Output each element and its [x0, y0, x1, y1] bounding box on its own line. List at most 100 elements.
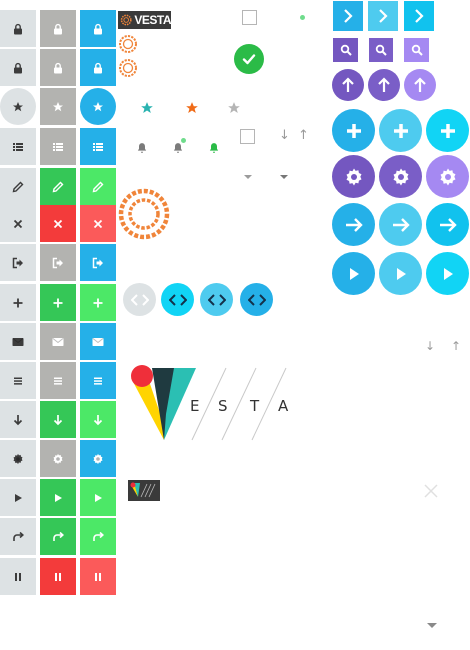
- bell-icon[interactable]: [172, 142, 184, 154]
- gear-tile-button[interactable]: [0, 440, 36, 477]
- redo-tile-button[interactable]: [40, 518, 76, 555]
- code-button[interactable]: [240, 283, 273, 316]
- redo-icon: [92, 531, 104, 543]
- list-tile-button[interactable]: [0, 128, 36, 165]
- play-tile-button[interactable]: [80, 479, 116, 516]
- play-button[interactable]: [379, 252, 422, 295]
- checkbox[interactable]: [242, 10, 257, 25]
- plus-tile-button[interactable]: [80, 284, 116, 321]
- close-tile-button[interactable]: [80, 205, 116, 242]
- bars-tile-button[interactable]: [80, 362, 116, 399]
- arrow-down-icon[interactable]: ↓: [425, 339, 436, 353]
- arrow-up-icon[interactable]: ↑: [451, 339, 462, 353]
- pencil-tile-button[interactable]: [0, 168, 36, 205]
- star-icon[interactable]: [185, 101, 199, 115]
- arrow-right-button[interactable]: [332, 203, 375, 246]
- spinner-ring-icon: [119, 35, 137, 53]
- envelope-tile-button[interactable]: [40, 323, 76, 360]
- arrow-up-button[interactable]: [368, 69, 400, 101]
- vesta-logo-text: VESTA: [134, 13, 171, 27]
- lock-tile-button[interactable]: [40, 10, 76, 47]
- code-button[interactable]: [123, 283, 156, 316]
- arrow-up-button[interactable]: [332, 69, 364, 101]
- search-button[interactable]: [404, 38, 429, 62]
- spinner-ring-icon: [118, 188, 170, 240]
- chevron-right-button[interactable]: [333, 1, 363, 31]
- redo-tile-button[interactable]: [80, 518, 116, 555]
- star-tile-button[interactable]: [40, 88, 76, 125]
- search-button[interactable]: [369, 38, 393, 62]
- plus-button[interactable]: [379, 109, 422, 152]
- gear-tile-button[interactable]: [80, 440, 116, 477]
- arrow-up-icon[interactable]: ↑: [298, 128, 309, 143]
- caret-down-icon[interactable]: [280, 175, 288, 179]
- lock-tile-button[interactable]: [80, 10, 116, 47]
- bell-icon[interactable]: [208, 142, 220, 154]
- pencil-tile-button[interactable]: [80, 168, 116, 205]
- gear-tile-button[interactable]: [40, 440, 76, 477]
- star-tile-button[interactable]: [80, 88, 116, 125]
- chevron-right-button[interactable]: [404, 1, 434, 31]
- envelope-tile-button[interactable]: [0, 323, 36, 360]
- gear-button[interactable]: [379, 155, 422, 198]
- pencil-icon: [12, 181, 24, 193]
- code-button[interactable]: [200, 283, 233, 316]
- search-button[interactable]: [333, 38, 358, 62]
- close-tile-button[interactable]: [0, 205, 36, 242]
- sign-out-tile-button[interactable]: [80, 244, 116, 281]
- caret-down-icon[interactable]: [427, 623, 437, 628]
- arrow-down-icon[interactable]: ↓: [279, 128, 290, 143]
- checkbox[interactable]: [240, 129, 255, 144]
- play-tile-button[interactable]: [0, 479, 36, 516]
- envelope-tile-button[interactable]: [80, 323, 116, 360]
- bars-tile-button[interactable]: [0, 362, 36, 399]
- plus-button[interactable]: [426, 109, 469, 152]
- arrow-up-button[interactable]: [404, 69, 436, 101]
- bars-tile-button[interactable]: [40, 362, 76, 399]
- sign-out-tile-button[interactable]: [40, 244, 76, 281]
- star-tile-button[interactable]: [0, 88, 36, 125]
- pause-tile-button[interactable]: [0, 558, 36, 595]
- arrow-right-button[interactable]: [379, 203, 422, 246]
- list-tile-button[interactable]: [80, 128, 116, 165]
- pause-tile-button[interactable]: [80, 558, 116, 595]
- redo-tile-button[interactable]: [0, 518, 36, 555]
- close-icon: [92, 218, 104, 230]
- plus-icon: [440, 123, 455, 138]
- plus-tile-button[interactable]: [40, 284, 76, 321]
- chevron-right-button[interactable]: [368, 1, 398, 31]
- arrow-down-tile-button[interactable]: [80, 401, 116, 438]
- vesta-logo-large: E S T A: [128, 362, 298, 444]
- list-tile-button[interactable]: [40, 128, 76, 165]
- plus-button[interactable]: [332, 109, 375, 152]
- pause-tile-button[interactable]: [40, 558, 76, 595]
- lock-tile-button[interactable]: [0, 10, 36, 47]
- list-icon: [52, 141, 64, 153]
- sign-out-tile-button[interactable]: [0, 244, 36, 281]
- lock-tile-button[interactable]: [0, 49, 36, 86]
- gear-button[interactable]: [426, 155, 469, 198]
- star-icon[interactable]: [227, 101, 241, 115]
- play-button[interactable]: [332, 252, 375, 295]
- close-icon[interactable]: [424, 484, 438, 498]
- plus-icon: [346, 123, 361, 138]
- play-tile-button[interactable]: [40, 479, 76, 516]
- arrow-down-tile-button[interactable]: [0, 401, 36, 438]
- lock-tile-button[interactable]: [40, 49, 76, 86]
- pencil-tile-button[interactable]: [40, 168, 76, 205]
- bars-icon: [52, 375, 64, 387]
- play-button[interactable]: [426, 252, 469, 295]
- gear-button[interactable]: [332, 155, 375, 198]
- pencil-icon: [52, 181, 64, 193]
- bell-icon[interactable]: [136, 142, 148, 154]
- plus-tile-button[interactable]: [0, 284, 36, 321]
- code-button[interactable]: [161, 283, 194, 316]
- vesta-logo-small: VESTA: [118, 11, 171, 29]
- lock-tile-button[interactable]: [80, 49, 116, 86]
- close-tile-button[interactable]: [40, 205, 76, 242]
- arrow-down-tile-button[interactable]: [40, 401, 76, 438]
- star-icon[interactable]: [140, 101, 154, 115]
- caret-down-icon[interactable]: [244, 175, 252, 179]
- arrow-right-button[interactable]: [426, 203, 469, 246]
- close-icon: [52, 218, 64, 230]
